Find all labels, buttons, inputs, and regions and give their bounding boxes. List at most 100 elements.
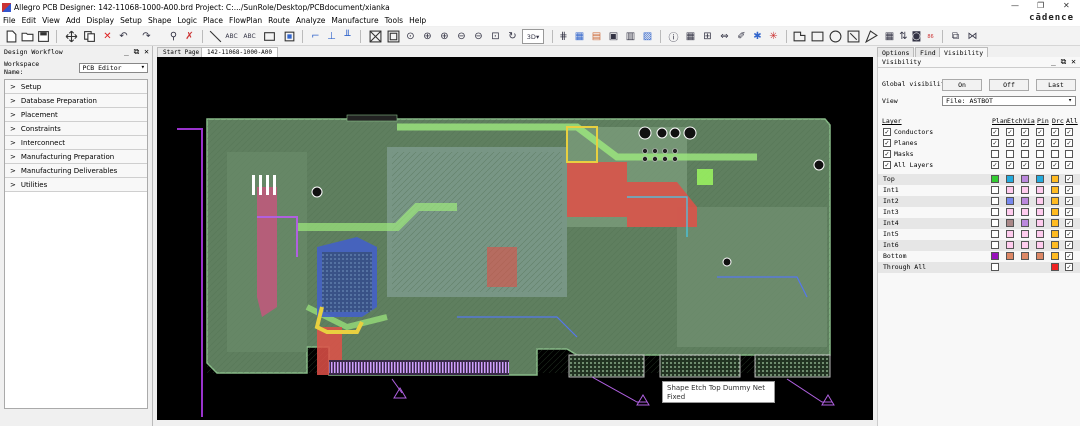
workflow-item-database-preparation[interactable]: >Database Preparation bbox=[5, 94, 147, 108]
visibility-checkbox[interactable] bbox=[1021, 150, 1029, 158]
visibility-checkbox[interactable]: ✓ bbox=[1006, 161, 1014, 169]
workflow-item-utilities[interactable]: >Utilities bbox=[5, 178, 147, 192]
layer-color-swatch[interactable] bbox=[1006, 219, 1014, 227]
visibility-checkbox[interactable]: ✓ bbox=[1051, 161, 1059, 169]
layer-all-checkbox[interactable]: ✓ bbox=[1065, 219, 1073, 227]
visibility-checkbox[interactable]: ✓ bbox=[1021, 128, 1029, 136]
view-dropdown[interactable]: File: ASTBOT bbox=[942, 96, 1076, 106]
layer-color-swatch[interactable] bbox=[1051, 241, 1059, 249]
visibility-last-button[interactable]: Last bbox=[1036, 79, 1076, 91]
visibility-checkbox[interactable]: ✓ bbox=[1065, 128, 1073, 136]
visibility-checkbox[interactable] bbox=[1036, 150, 1044, 158]
layer-all-checkbox[interactable]: ✓ bbox=[1065, 186, 1073, 194]
visibility-checkbox[interactable]: ✓ bbox=[1006, 128, 1014, 136]
zoom-points-icon[interactable]: ⊙ bbox=[406, 31, 415, 42]
visibility-checkbox[interactable] bbox=[991, 150, 999, 158]
add-line-icon[interactable] bbox=[208, 29, 223, 44]
zoom-world-icon[interactable]: ⊡ bbox=[491, 31, 500, 42]
layer-all-checkbox[interactable]: ✓ bbox=[1065, 175, 1073, 183]
new-file-icon[interactable] bbox=[4, 29, 19, 44]
edit-text-icon[interactable]: ABC bbox=[243, 33, 256, 40]
menu-route[interactable]: Route bbox=[268, 15, 290, 25]
workflow-item-manufacturing-preparation[interactable]: >Manufacturing Preparation bbox=[5, 150, 147, 164]
layer-color-swatch[interactable] bbox=[1021, 219, 1029, 227]
layer-color-swatch[interactable] bbox=[1021, 230, 1029, 238]
connect-icon[interactable]: ⌐ bbox=[311, 31, 320, 42]
visibility-checkbox[interactable]: ✓ bbox=[991, 128, 999, 136]
workflow-item-manufacturing-deliverables[interactable]: >Manufacturing Deliverables bbox=[5, 164, 147, 178]
visibility-checkbox[interactable]: ✓ bbox=[1021, 139, 1029, 147]
layer-color-swatch[interactable] bbox=[1036, 186, 1044, 194]
visibility-checkbox[interactable]: ✓ bbox=[991, 161, 999, 169]
visibility-on-button[interactable]: On bbox=[942, 79, 982, 91]
layer-all-checkbox[interactable]: ✓ bbox=[1065, 197, 1073, 205]
layer-all-checkbox[interactable]: ✓ bbox=[1065, 241, 1073, 249]
bowtie-icon[interactable]: ⋈ bbox=[967, 31, 978, 42]
layer-color-swatch[interactable] bbox=[1036, 219, 1044, 227]
color-icon[interactable]: ▦ bbox=[574, 31, 585, 42]
layer-color-swatch[interactable] bbox=[1006, 241, 1014, 249]
grid-icon[interactable]: ⋕ bbox=[559, 31, 568, 42]
layer-color-swatch[interactable] bbox=[991, 241, 999, 249]
visibility-checkbox[interactable]: ✓ bbox=[1006, 139, 1014, 147]
3d-view-button[interactable]: 3D▾ bbox=[522, 29, 544, 44]
layer-color-swatch[interactable] bbox=[991, 252, 999, 260]
layer-color-swatch[interactable] bbox=[1006, 186, 1014, 194]
group-visibility-checkbox[interactable]: ✓ bbox=[883, 139, 891, 147]
layer-all-checkbox[interactable]: ✓ bbox=[1065, 252, 1073, 260]
layer-color-swatch[interactable] bbox=[991, 186, 999, 194]
slide-icon[interactable]: ⊥ bbox=[327, 31, 336, 42]
layer-color-swatch[interactable] bbox=[1051, 175, 1059, 183]
layer-color-swatch[interactable] bbox=[1051, 197, 1059, 205]
layer-color-swatch[interactable] bbox=[1036, 175, 1044, 183]
layer-icon[interactable]: ▤ bbox=[591, 31, 602, 42]
visibility-checkbox[interactable]: ✓ bbox=[1036, 128, 1044, 136]
group-visibility-checkbox[interactable]: ✓ bbox=[883, 128, 891, 136]
layer-color-swatch[interactable] bbox=[1051, 230, 1059, 238]
layer-color-swatch[interactable] bbox=[1051, 186, 1059, 194]
visibility-checkbox[interactable]: ✓ bbox=[1036, 139, 1044, 147]
add-text-icon[interactable]: ABC bbox=[225, 33, 238, 40]
workspace-dropdown[interactable]: PCB Editor bbox=[79, 63, 148, 73]
ruler-icon[interactable]: ⇔ bbox=[720, 31, 729, 42]
board-icon[interactable]: ▦ bbox=[884, 31, 895, 42]
visibility-checkbox[interactable]: ✓ bbox=[1051, 139, 1059, 147]
layer-color-swatch[interactable] bbox=[1021, 197, 1029, 205]
open-folder-icon[interactable] bbox=[20, 29, 35, 44]
layer-color-swatch[interactable] bbox=[1036, 197, 1044, 205]
layer-color-swatch[interactable] bbox=[1021, 252, 1029, 260]
layer-color-swatch[interactable] bbox=[1051, 263, 1059, 271]
camera-icon[interactable]: ◙ bbox=[911, 31, 922, 42]
layer-color-swatch[interactable] bbox=[1021, 241, 1029, 249]
menu-manufacture[interactable]: Manufacture bbox=[331, 15, 379, 25]
workflow-item-interconnect[interactable]: >Interconnect bbox=[5, 136, 147, 150]
dehighlight-icon[interactable]: ▨ bbox=[642, 31, 653, 42]
workflow-item-placement[interactable]: >Placement bbox=[5, 108, 147, 122]
assign-color-icon[interactable]: ✐ bbox=[737, 31, 746, 42]
layer-color-swatch[interactable] bbox=[991, 263, 999, 271]
layer-color-swatch[interactable] bbox=[1051, 208, 1059, 216]
highlight-icon[interactable]: ▥ bbox=[625, 31, 636, 42]
star-icon[interactable]: ✱ bbox=[753, 31, 762, 42]
layer-color-swatch[interactable] bbox=[991, 175, 999, 183]
layer-all-checkbox[interactable]: ✓ bbox=[1065, 230, 1073, 238]
shape-select-icon[interactable] bbox=[846, 29, 861, 44]
layer-color-swatch[interactable] bbox=[1006, 230, 1014, 238]
layer-color-swatch[interactable] bbox=[1021, 208, 1029, 216]
zoom-in-alt-icon[interactable]: ⊕ bbox=[440, 31, 449, 42]
visibility-checkbox[interactable]: ✓ bbox=[1021, 161, 1029, 169]
fanout-icon[interactable]: ╨ bbox=[344, 31, 351, 42]
pin-icon[interactable]: ⚲ bbox=[169, 31, 178, 42]
rectangle-icon[interactable] bbox=[810, 29, 825, 44]
shadow-icon[interactable]: ▣ bbox=[608, 31, 619, 42]
bitmap-icon[interactable]: 86 bbox=[927, 33, 934, 40]
visibility-checkbox[interactable]: ✓ bbox=[1065, 161, 1073, 169]
close-button[interactable]: ✕ bbox=[1063, 1, 1070, 10]
delete-icon[interactable]: ✕ bbox=[103, 31, 112, 42]
redraw-icon[interactable]: ↻ bbox=[508, 31, 517, 42]
placement-icon[interactable] bbox=[282, 29, 297, 44]
zoom-out-icon[interactable]: ⊖ bbox=[457, 31, 466, 42]
layer-all-checkbox[interactable]: ✓ bbox=[1065, 208, 1073, 216]
menu-display[interactable]: Display bbox=[86, 15, 115, 25]
menu-file[interactable]: File bbox=[3, 15, 16, 25]
